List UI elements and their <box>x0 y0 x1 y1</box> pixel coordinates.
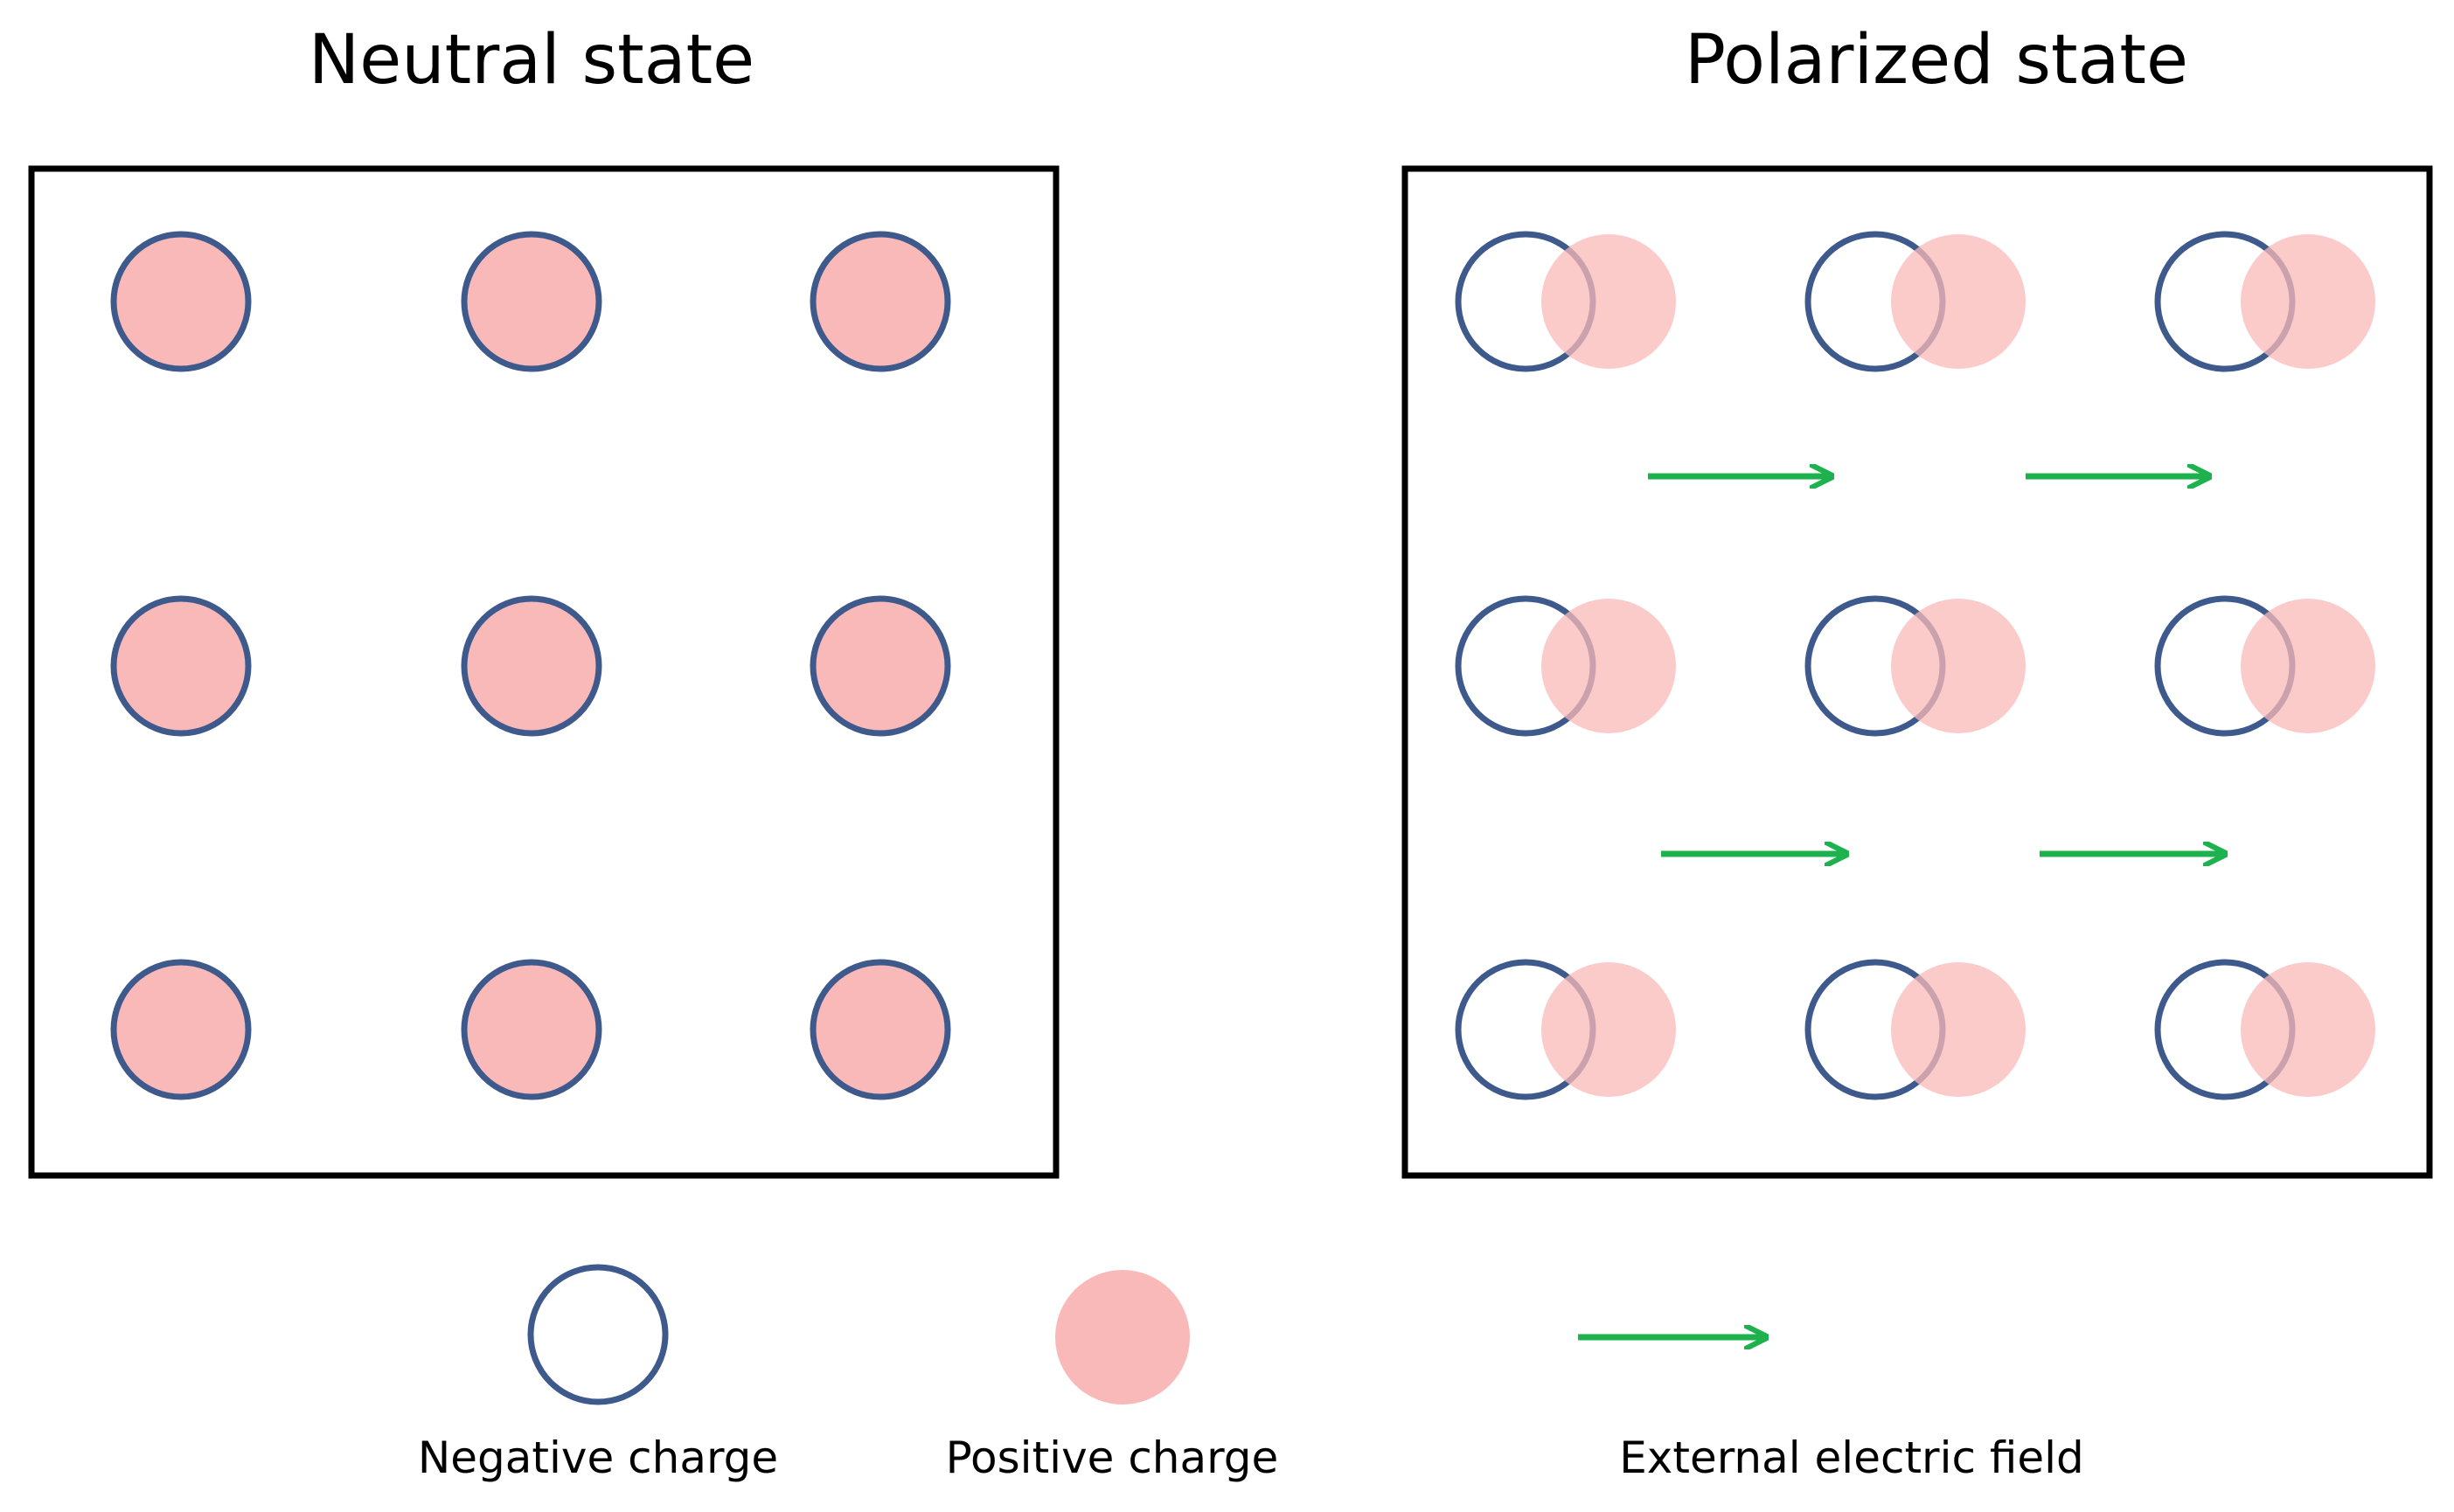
positive-charge <box>813 234 948 369</box>
polarized-charge-grid <box>1455 231 2375 1100</box>
positive-charge <box>2241 599 2375 733</box>
legend: Negative charge Positive charge External… <box>418 1264 2084 1483</box>
positive-charge-disc-icon <box>1055 1270 1190 1404</box>
positive-charge <box>114 962 248 1097</box>
negative-charge <box>810 959 951 1100</box>
negative-charge <box>810 595 951 737</box>
positive-charge <box>1891 962 2026 1097</box>
neutral-charge-grid <box>110 231 951 1100</box>
polarized-panel-frame <box>1401 165 2433 1179</box>
positive-charge <box>464 234 599 369</box>
negative-charge <box>110 595 252 737</box>
positive-charge <box>813 599 948 733</box>
positive-charge <box>1541 599 1676 733</box>
positive-charge <box>464 599 599 733</box>
field-arrows <box>1648 476 2225 854</box>
positive-charge <box>813 962 948 1097</box>
negative-charge <box>110 959 252 1100</box>
electric-field-label: External electric field <box>1619 1432 2084 1483</box>
neutral-panel-frame <box>28 165 1060 1179</box>
negative-charge <box>461 595 602 737</box>
positive-charge-label: Positive charge <box>946 1432 1279 1483</box>
positive-charge <box>1541 234 1676 369</box>
positive-charge <box>114 234 248 369</box>
positive-charge <box>2241 962 2375 1097</box>
positive-charge <box>2241 234 2375 369</box>
positive-charge <box>1891 234 2026 369</box>
negative-charge-label: Negative charge <box>418 1432 778 1483</box>
negative-charge <box>461 231 602 372</box>
positive-charge <box>114 599 248 733</box>
positive-charge <box>464 962 599 1097</box>
polarized-panel-title: Polarized state <box>1685 21 2188 100</box>
negative-charge <box>810 231 951 372</box>
neutral-panel-title: Neutral state <box>309 21 754 100</box>
negative-charge <box>110 231 252 372</box>
negative-charge-ring-icon <box>527 1264 669 1405</box>
positive-charge <box>1541 962 1676 1097</box>
negative-charge <box>461 959 602 1100</box>
positive-charge <box>1891 599 2026 733</box>
